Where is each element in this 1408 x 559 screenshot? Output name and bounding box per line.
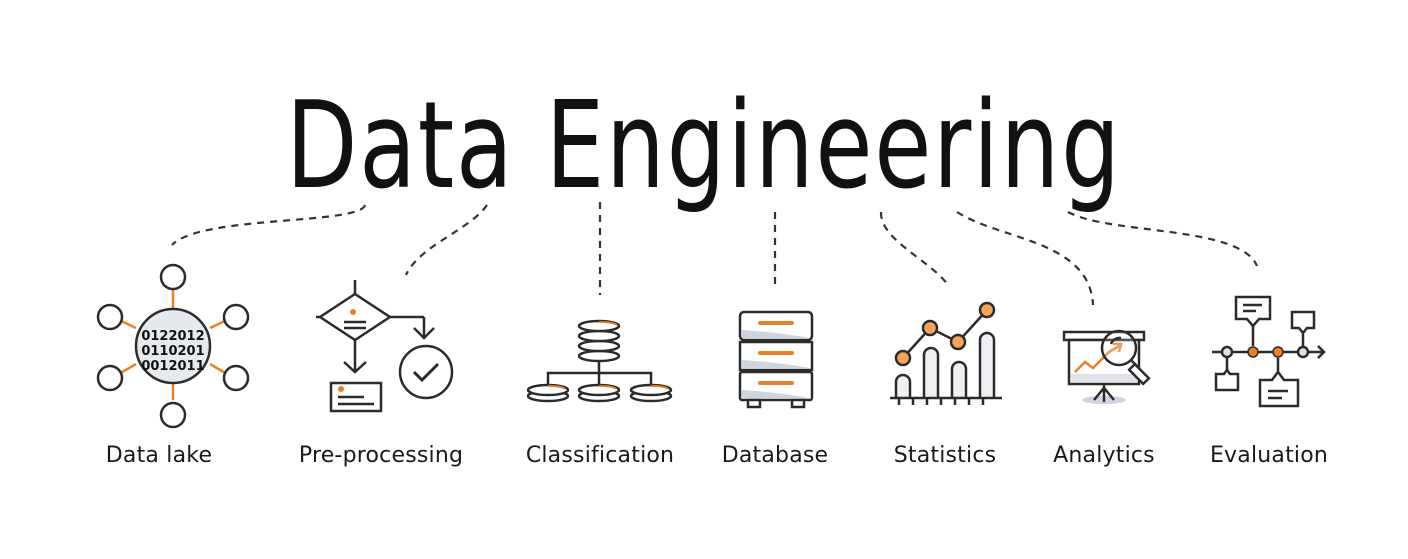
data-lake-icon: 0122012 0110201 0012011 bbox=[96, 263, 250, 429]
connector-statistics bbox=[879, 211, 949, 286]
connector-evaluation bbox=[1067, 211, 1259, 267]
item-classification: Classification bbox=[505, 260, 695, 490]
presentation-magnifier-icon bbox=[1062, 329, 1151, 404]
item-pre-processing: Pre-processing bbox=[286, 260, 476, 490]
bar-line-chart-icon bbox=[890, 301, 1002, 405]
flowchart-icon bbox=[316, 280, 454, 413]
connector-analytics bbox=[956, 211, 1095, 306]
binary-line-1: 0122012 bbox=[141, 329, 204, 344]
timeline-icon bbox=[1212, 295, 1326, 408]
server-cabinet-icon bbox=[738, 310, 814, 409]
item-data-lake: 0122012 0110201 0012011 Data lake bbox=[64, 260, 254, 490]
item-analytics: Analytics bbox=[1009, 260, 1199, 490]
hierarchy-database-icon bbox=[526, 319, 673, 403]
connector-data-lake bbox=[171, 204, 367, 246]
binary-line-2: 0110201 bbox=[141, 344, 204, 359]
label-analytics: Analytics bbox=[1053, 443, 1155, 468]
label-statistics: Statistics bbox=[893, 443, 997, 468]
item-evaluation: Evaluation bbox=[1174, 260, 1364, 490]
connector-pre-processing bbox=[405, 204, 488, 276]
label-classification: Classification bbox=[525, 443, 675, 468]
label-pre-processing: Pre-processing bbox=[298, 443, 464, 468]
label-data-lake: Data lake bbox=[105, 443, 213, 468]
label-database: Database bbox=[721, 443, 829, 468]
item-database: Database bbox=[680, 260, 870, 490]
page-title: Data Engineering bbox=[285, 77, 1122, 216]
item-statistics: Statistics bbox=[850, 260, 1040, 490]
binary-line-3: 0012011 bbox=[141, 359, 204, 374]
label-evaluation: Evaluation bbox=[1209, 443, 1329, 468]
